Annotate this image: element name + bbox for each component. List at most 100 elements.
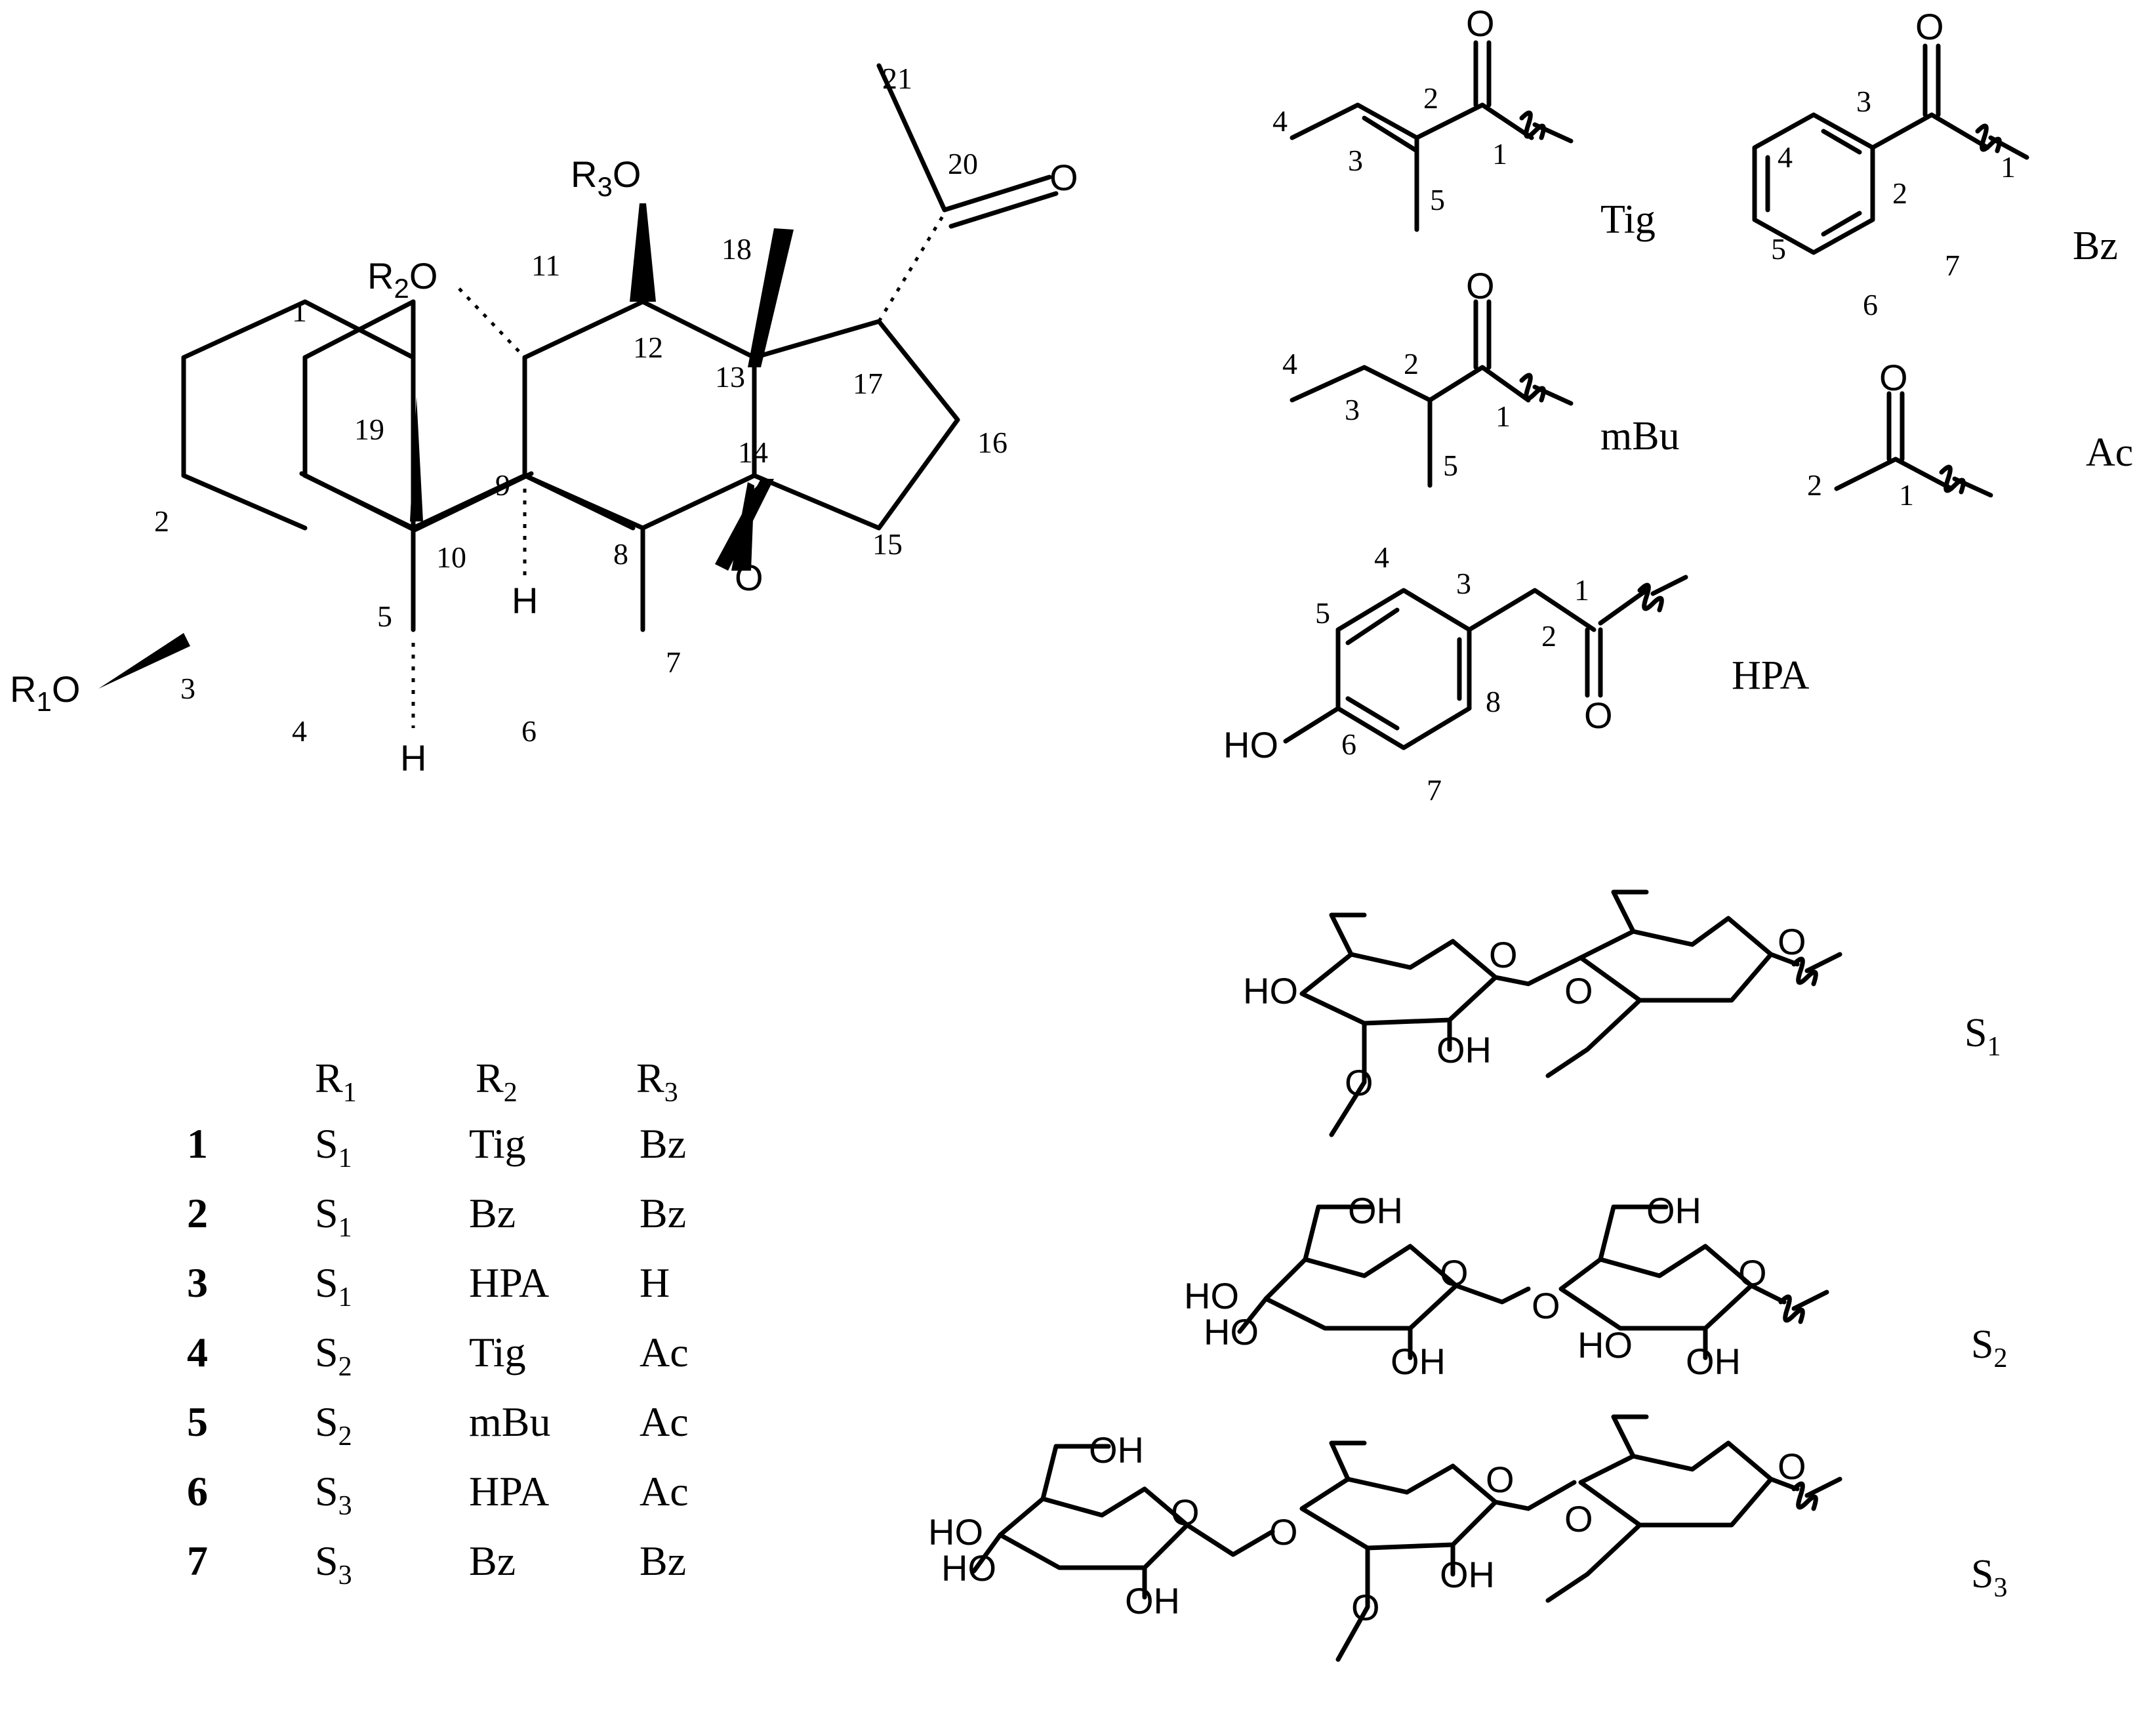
steroid-atom-labels: R1O R2O R3O O O H H <box>10 153 1078 779</box>
table-row-id: 2 <box>187 1190 208 1236</box>
svg-text:13: 13 <box>715 360 745 394</box>
sugar-s1: HO OH O O O O S1 <box>1243 889 2001 1137</box>
svg-text:7: 7 <box>1427 773 1442 807</box>
svg-text:HO: HO <box>1184 1275 1239 1316</box>
sugar-s3: OH HO HO OH O O O OH O O O S3 <box>928 1414 2007 1662</box>
svg-text:4: 4 <box>1374 540 1389 574</box>
svg-text:19: 19 <box>354 413 384 446</box>
svg-text:O: O <box>1915 6 1944 47</box>
svg-text:O: O <box>1486 1459 1515 1500</box>
svg-text:3: 3 <box>1345 393 1360 426</box>
svg-text:3: 3 <box>1856 85 1871 118</box>
svg-text:4: 4 <box>292 714 307 748</box>
table-cell-r2: Tig <box>469 1120 526 1167</box>
svg-text:6: 6 <box>1863 288 1878 321</box>
svg-text:5: 5 <box>1771 232 1786 266</box>
svg-text:OH: OH <box>1646 1190 1701 1231</box>
r3o-label: R3O <box>571 153 641 202</box>
wedge-bonds <box>98 203 794 689</box>
svg-text:3: 3 <box>1348 144 1363 177</box>
svg-text:O: O <box>1440 1252 1469 1293</box>
s1-label: S1 <box>1964 1011 2001 1062</box>
svg-text:O: O <box>1738 1252 1767 1293</box>
svg-text:O: O <box>1466 265 1495 306</box>
svg-text:6: 6 <box>1341 727 1356 761</box>
svg-text:2: 2 <box>1892 176 1907 210</box>
svg-text:O: O <box>1171 1492 1200 1533</box>
table-cell-r1: S3 <box>315 1537 352 1591</box>
table-row-id: 6 <box>187 1468 208 1515</box>
svg-text:1: 1 <box>292 295 307 328</box>
svg-text:O: O <box>1466 3 1495 44</box>
svg-text:O: O <box>1269 1511 1298 1553</box>
svg-text:8: 8 <box>1486 685 1501 718</box>
table-cell-r2: Tig <box>469 1329 526 1375</box>
table-cell-r3: Bz <box>640 1537 686 1584</box>
sugar-s2: OH HO HO OH O O OH HO OH O S2 <box>1184 1190 2007 1382</box>
table-row-id: 5 <box>187 1398 208 1445</box>
svg-text:8: 8 <box>613 537 628 571</box>
table-cell-r2: Bz <box>469 1537 516 1584</box>
table-cell-r3: Ac <box>640 1398 689 1445</box>
bz-label: Bz <box>2073 224 2118 268</box>
svg-text:OH: OH <box>1440 1554 1495 1595</box>
svg-text:O: O <box>1564 1498 1593 1539</box>
table-cell-r1: S1 <box>315 1190 352 1243</box>
table-cell-r2: HPA <box>469 1259 549 1306</box>
svg-text:4: 4 <box>1778 140 1793 174</box>
table-cell-r3: Bz <box>640 1190 686 1236</box>
svg-text:OH: OH <box>1391 1341 1446 1382</box>
table-header-r1: R1 <box>315 1055 357 1108</box>
svg-text:5: 5 <box>1443 449 1458 482</box>
svg-text:HO: HO <box>941 1547 996 1589</box>
svg-text:HO: HO <box>1243 970 1298 1011</box>
table-cell-r3: Bz <box>640 1120 686 1167</box>
svg-text:3: 3 <box>1456 567 1471 600</box>
svg-text:OH: OH <box>1348 1190 1403 1231</box>
h9-label: H <box>512 580 538 621</box>
svg-text:14: 14 <box>738 436 768 469</box>
svg-text:5: 5 <box>377 600 392 633</box>
svg-text:2: 2 <box>1541 619 1556 653</box>
r2o-label: R2O <box>367 255 437 304</box>
svg-text:HO: HO <box>1577 1324 1633 1366</box>
svg-text:O: O <box>1584 695 1613 736</box>
table-cell-r1: S1 <box>315 1259 352 1313</box>
svg-text:3: 3 <box>180 672 195 705</box>
table-row-id: 3 <box>187 1259 208 1306</box>
ring-a <box>299 471 534 533</box>
table-cell-r3: Ac <box>640 1468 689 1515</box>
ketone-oxygen: O <box>1049 157 1078 198</box>
hydroxyphenylacetyl-structure: O HO 4 5 6 7 8 3 2 1 HPA <box>1223 540 1810 807</box>
svg-text:1: 1 <box>1495 399 1511 433</box>
svg-text:O: O <box>1778 1446 1806 1487</box>
svg-text:OH: OH <box>1436 1029 1492 1070</box>
svg-text:7: 7 <box>666 645 681 679</box>
svg-text:1: 1 <box>1899 478 1914 512</box>
svg-text:9: 9 <box>495 468 510 502</box>
table-cell-r1: S3 <box>315 1468 352 1521</box>
svg-text:OH: OH <box>1686 1341 1741 1382</box>
table-cell-r3: H <box>640 1259 670 1306</box>
svg-text:1: 1 <box>1492 137 1507 171</box>
hpa-label: HPA <box>1732 653 1810 698</box>
svg-text:O: O <box>1532 1285 1560 1326</box>
svg-text:O: O <box>1345 1062 1373 1103</box>
svg-text:20: 20 <box>948 147 978 180</box>
svg-text:11: 11 <box>531 249 560 282</box>
svg-text:HO: HO <box>928 1511 983 1553</box>
mbu-label: mBu <box>1600 414 1680 458</box>
svg-text:OH: OH <box>1089 1429 1144 1471</box>
epoxide-oxygen: O <box>735 557 763 598</box>
r1o-label: R1O <box>10 668 80 717</box>
svg-text:O: O <box>1778 921 1806 962</box>
svg-text:4: 4 <box>1282 347 1297 380</box>
svg-text:HO: HO <box>1223 724 1278 765</box>
steroid-position-numbers: 1 2 3 4 5 6 7 8 9 10 11 12 13 14 15 16 1… <box>154 62 1007 748</box>
svg-text:O: O <box>1879 357 1908 398</box>
table-cell-r3: Ac <box>640 1329 689 1375</box>
svg-text:2: 2 <box>1423 81 1438 115</box>
svg-text:21: 21 <box>882 62 912 95</box>
